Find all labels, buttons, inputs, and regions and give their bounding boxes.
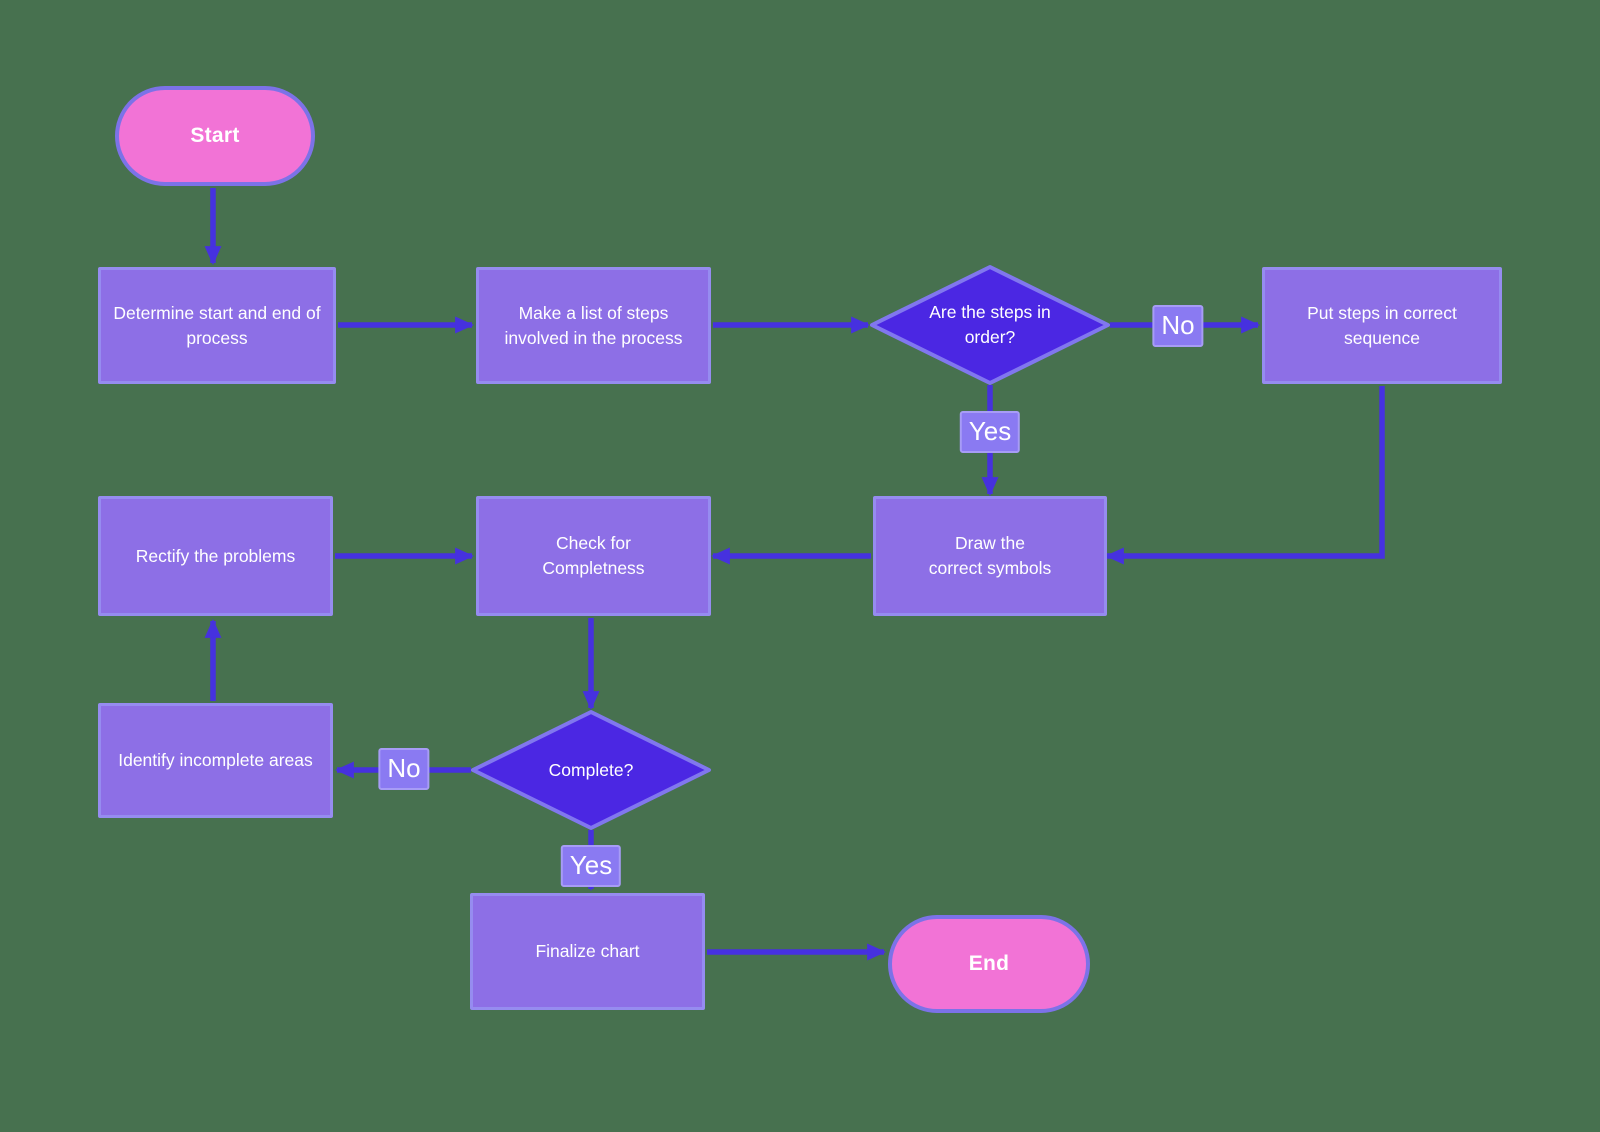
node-make-list-label: Make a list of steps involved in the pro… xyxy=(504,302,683,348)
node-draw-symbols-label: Draw the correct symbols xyxy=(928,533,1052,578)
node-complete-label: Complete? xyxy=(548,759,634,780)
edge-label-yes-steps-in-order[interactable]: Yes xyxy=(959,411,1021,453)
node-put-steps[interactable]: Put steps in correct sequence xyxy=(1262,267,1502,384)
node-rectify[interactable]: Rectify the problems xyxy=(98,496,333,616)
node-end-label: End xyxy=(968,952,1010,976)
decision-complete-shape[interactable] xyxy=(471,710,711,830)
node-finalize[interactable]: Finalize chart xyxy=(470,893,705,1010)
decision-steps-in-order-shape[interactable] xyxy=(870,265,1110,385)
node-check-completeness[interactable]: Check for Completness xyxy=(476,496,711,616)
node-start-label: Start xyxy=(190,124,240,148)
node-check-completeness-label: Check for Completness xyxy=(542,533,645,578)
edge-label-yes-complete[interactable]: Yes xyxy=(560,845,622,887)
node-steps-in-order-label: Are the steps in order? xyxy=(929,302,1051,347)
node-draw-symbols[interactable]: Draw the correct symbols xyxy=(873,496,1107,616)
edge-put-steps-to-draw-symbols xyxy=(1104,386,1385,565)
node-identify[interactable]: Identify incomplete areas xyxy=(98,703,333,818)
node-identify-label: Identify incomplete areas xyxy=(118,750,313,771)
edge-label-no-complete[interactable]: No xyxy=(378,748,430,790)
node-determine-label: Determine start and end of process xyxy=(113,302,321,348)
node-put-steps-label: Put steps in correct sequence xyxy=(1307,302,1457,348)
node-finalize-label: Finalize chart xyxy=(535,941,640,962)
node-start[interactable]: Start xyxy=(115,86,315,186)
edge-label-no-steps-in-order[interactable]: No xyxy=(1152,305,1204,347)
node-make-list[interactable]: Make a list of steps involved in the pro… xyxy=(476,267,711,384)
node-complete[interactable]: Complete? xyxy=(473,712,709,828)
node-steps-in-order[interactable]: Are the steps in order? xyxy=(872,267,1108,383)
node-determine[interactable]: Determine start and end of process xyxy=(98,267,336,384)
node-end[interactable]: End xyxy=(888,915,1090,1013)
node-rectify-label: Rectify the problems xyxy=(135,545,296,566)
